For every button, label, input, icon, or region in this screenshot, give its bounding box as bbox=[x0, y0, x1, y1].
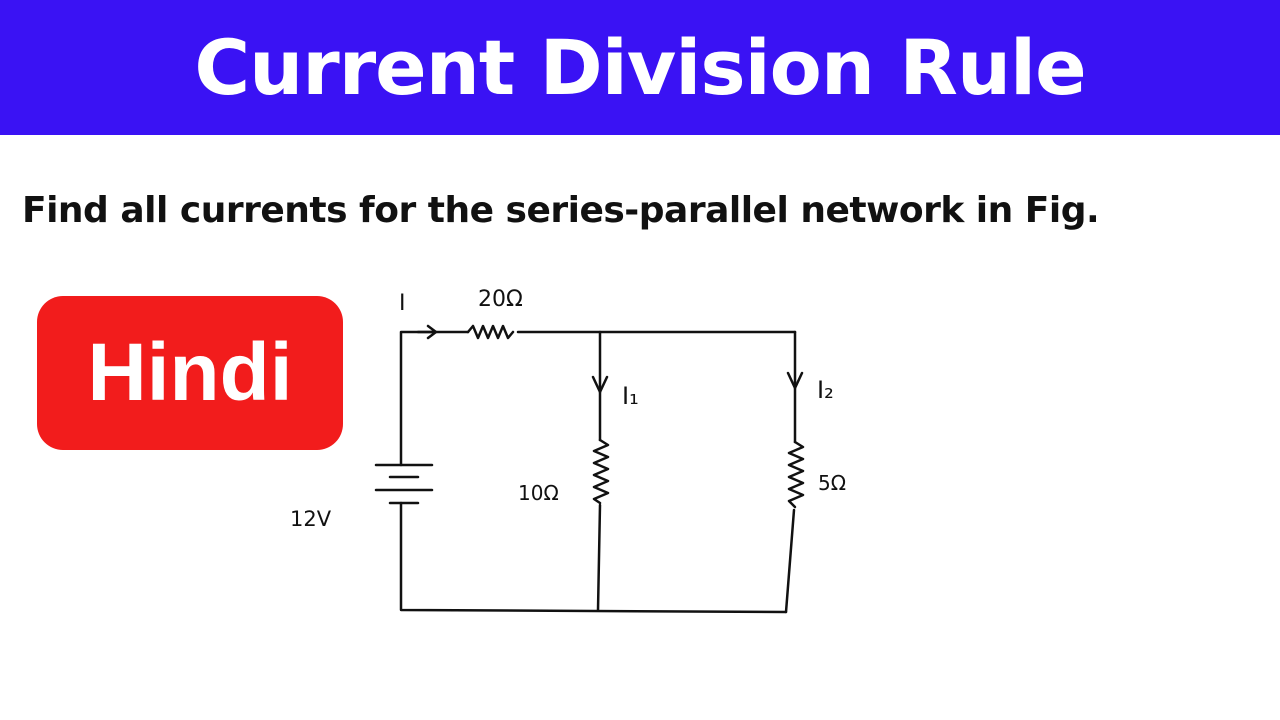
battery-icon bbox=[374, 463, 434, 505]
label-5-ohm: 5Ω bbox=[818, 471, 846, 495]
question-text: Find all currents for the series-paralle… bbox=[22, 190, 1100, 231]
resistor-5 bbox=[787, 440, 805, 509]
label-10-ohm: 10Ω bbox=[518, 481, 559, 505]
label-i2: I₂ bbox=[817, 376, 834, 404]
label-12v: 12V bbox=[290, 507, 332, 531]
resistor-20 bbox=[466, 324, 515, 340]
title-banner: Current Division Rule bbox=[0, 0, 1280, 135]
label-i: I bbox=[399, 291, 406, 316]
language-badge: Hindi bbox=[37, 296, 343, 450]
label-i1: I₁ bbox=[622, 382, 639, 410]
arrow-i2-icon bbox=[786, 371, 804, 390]
resistor-10 bbox=[592, 438, 610, 505]
arrow-i-icon bbox=[416, 324, 438, 340]
wire-left-top bbox=[399, 330, 470, 467]
wire-branch1 bbox=[596, 330, 602, 612]
language-badge-label: Hindi bbox=[87, 327, 293, 418]
wire-bottom bbox=[399, 501, 788, 614]
label-20-ohm: 20Ω bbox=[478, 287, 523, 312]
arrow-i1-icon bbox=[591, 375, 609, 394]
page-title: Current Division Rule bbox=[194, 23, 1086, 112]
